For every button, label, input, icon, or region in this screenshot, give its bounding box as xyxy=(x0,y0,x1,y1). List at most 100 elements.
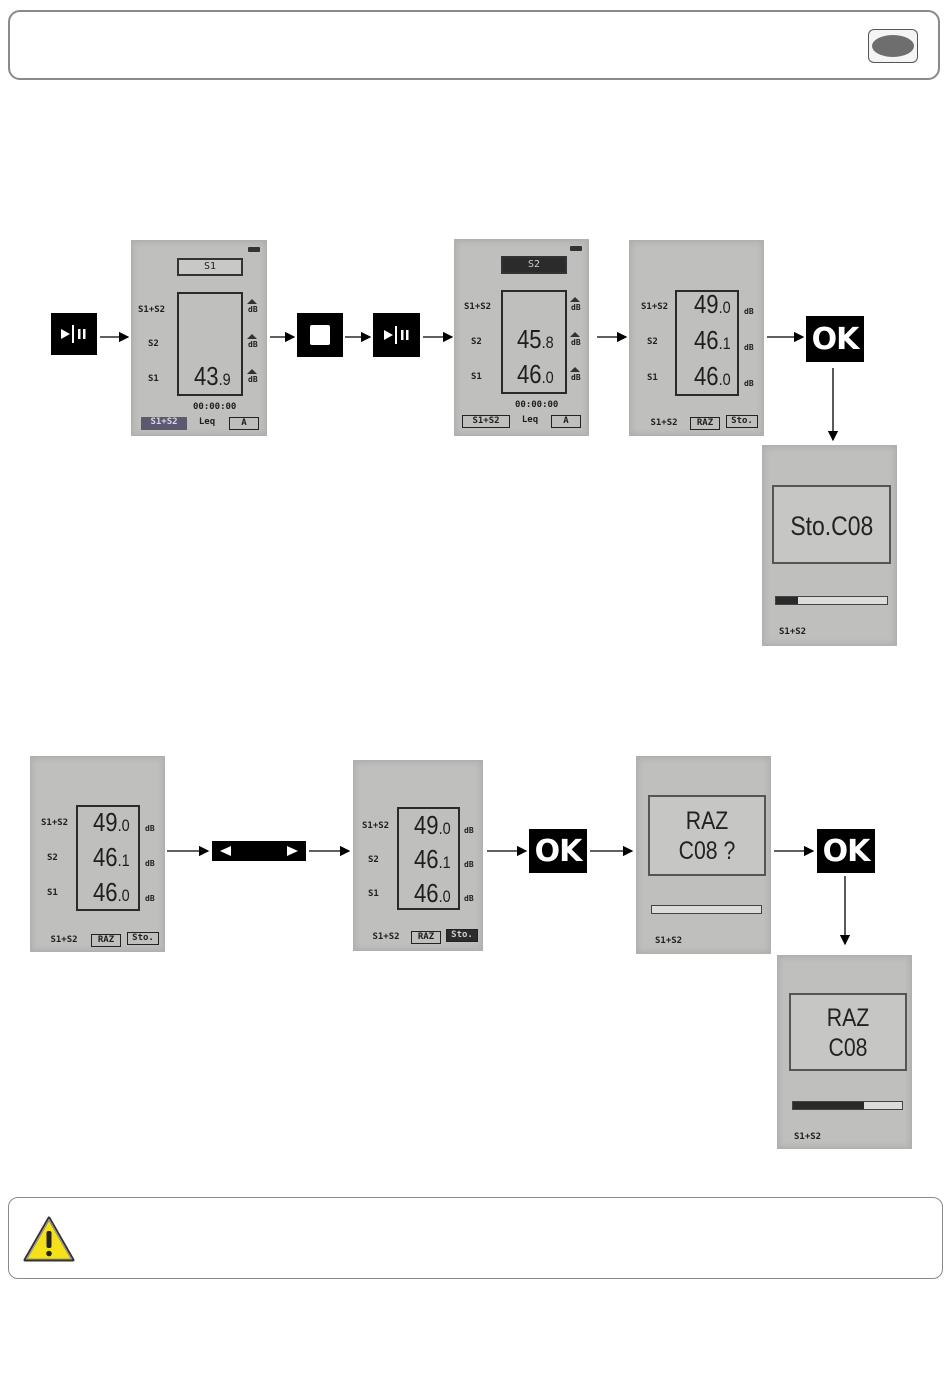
header-box xyxy=(8,10,940,80)
label-s2: S2 xyxy=(47,853,58,863)
battery-icon xyxy=(248,247,260,252)
db-unit: dB xyxy=(145,859,155,868)
ok-key-label: OK xyxy=(534,833,583,869)
value-s1: 46.0 xyxy=(694,361,731,391)
db-unit: dB xyxy=(571,338,581,347)
label-s1: S1 xyxy=(47,888,58,898)
battery-icon xyxy=(570,246,582,251)
tab-a: A xyxy=(551,415,581,428)
db-unit: dB xyxy=(145,894,155,903)
db-up-icon xyxy=(570,367,580,372)
label-s1s2: S1+S2 xyxy=(464,302,492,312)
warning-icon xyxy=(23,1216,75,1262)
progress-fill xyxy=(776,597,799,604)
footer-label: S1+S2 xyxy=(794,1132,822,1142)
tab-sto: Sto. xyxy=(127,932,159,945)
timer: 00:00:00 xyxy=(193,402,237,412)
tab-s1s2: S1+S2 xyxy=(462,415,510,428)
label-s1: S1 xyxy=(368,889,379,899)
progress-bar xyxy=(651,905,762,914)
value-s2: 46.1 xyxy=(414,844,451,874)
value-s1: 46.0 xyxy=(517,359,554,389)
tab-s1s2: S1+S2 xyxy=(372,932,400,942)
footer-label: S1+S2 xyxy=(655,936,683,946)
value-frame xyxy=(397,807,460,910)
label-s1s2: S1+S2 xyxy=(362,821,390,831)
ok-key-3[interactable]: OK xyxy=(817,829,875,873)
label-s2: S2 xyxy=(148,339,159,349)
tab-leq: Leq xyxy=(521,415,539,425)
value-s1s2: 49.0 xyxy=(414,810,451,840)
play-pause-key-2[interactable] xyxy=(373,313,420,357)
db-unit: dB xyxy=(464,826,474,835)
db-unit: dB xyxy=(744,343,754,352)
lcd-screen-e: S1+S2 S2 S1 49.0 46.1 46.0 dB dB dB S1+S… xyxy=(30,756,165,952)
value-frame xyxy=(177,292,243,396)
db-unit: dB xyxy=(744,307,754,316)
db-unit: dB xyxy=(744,379,754,388)
label-s1s2: S1+S2 xyxy=(138,305,166,315)
lcd-screen-c: S1+S2 S2 S1 49.0 46.1 46.0 dB dB dB S1+S… xyxy=(629,240,764,436)
left-arrow-icon xyxy=(220,846,231,856)
label-s1: S1 xyxy=(148,374,159,384)
tab-leq: Leq xyxy=(198,417,216,427)
lcd-screen-h: RAZ C08 S1+S2 xyxy=(777,955,912,1149)
tab-sto: Sto. xyxy=(726,415,758,428)
value-s1: 46.0 xyxy=(414,878,451,908)
tab-a: A xyxy=(229,417,259,430)
tab-sto: Sto. xyxy=(446,929,478,942)
ok-key-1[interactable]: OK xyxy=(806,316,864,362)
db-up-icon xyxy=(570,297,580,302)
lcd-screen-b: S2 S1+S2 S2 S1 dB dB dB 45.8 46.0 00:00:… xyxy=(454,239,589,436)
label-s2: S2 xyxy=(368,855,379,865)
lcd-screen-g: RAZ C08 ? S1+S2 xyxy=(636,756,771,954)
label-s1: S1 xyxy=(647,373,658,383)
db-unit: dB xyxy=(145,824,155,833)
channel-title: S2 xyxy=(501,256,567,274)
warning-box xyxy=(8,1197,943,1279)
label-s1: S1 xyxy=(471,372,482,382)
lcd-screen-f: S1+S2 S2 S1 49.0 46.1 46.0 dB dB dB S1+S… xyxy=(353,760,483,951)
label-s1s2: S1+S2 xyxy=(41,818,69,828)
progress-bar xyxy=(792,1101,903,1110)
reset-done-message: RAZ C08 xyxy=(789,993,907,1071)
ok-key-2[interactable]: OK xyxy=(529,829,587,873)
db-unit: dB xyxy=(248,340,258,349)
value-s2: 46.1 xyxy=(694,325,731,355)
value-s1: 46.0 xyxy=(93,877,130,907)
channel-title: S1 xyxy=(177,258,243,276)
tab-s1s2: S1+S2 xyxy=(50,935,78,945)
header-pill-icon xyxy=(868,29,918,63)
tab-s1s2: S1+S2 xyxy=(650,418,678,428)
db-unit: dB xyxy=(248,375,258,384)
value-frame xyxy=(76,805,140,911)
left-right-key[interactable] xyxy=(212,841,306,861)
stop-key[interactable] xyxy=(297,313,343,357)
timer: 00:00:00 xyxy=(515,400,559,410)
progress-fill xyxy=(793,1102,864,1109)
db-up-icon xyxy=(247,299,257,304)
play-pause-icon xyxy=(61,325,86,343)
value-s1s2: 49.0 xyxy=(93,807,130,837)
db-unit: dB xyxy=(248,305,258,314)
value-frame xyxy=(501,290,567,394)
db-unit: dB xyxy=(464,860,474,869)
db-up-icon xyxy=(247,334,257,339)
stop-icon xyxy=(310,325,330,345)
progress-bar xyxy=(775,596,888,605)
db-up-icon xyxy=(570,332,580,337)
label-s1s2: S1+S2 xyxy=(641,302,669,312)
ok-key-label: OK xyxy=(822,833,871,869)
db-unit: dB xyxy=(464,894,474,903)
db-unit: dB xyxy=(571,303,581,312)
tab-s1s2: S1+S2 xyxy=(141,417,187,430)
label-s2: S2 xyxy=(647,337,658,347)
value-s2: 46.1 xyxy=(93,842,130,872)
play-pause-icon xyxy=(383,326,408,344)
lcd-screen-d: Sto.C08 S1+S2 xyxy=(762,445,897,646)
play-pause-key-1[interactable] xyxy=(51,313,97,355)
tab-raz: RAZ xyxy=(690,417,720,430)
footer-label: S1+S2 xyxy=(779,627,807,637)
label-s2: S2 xyxy=(471,337,482,347)
